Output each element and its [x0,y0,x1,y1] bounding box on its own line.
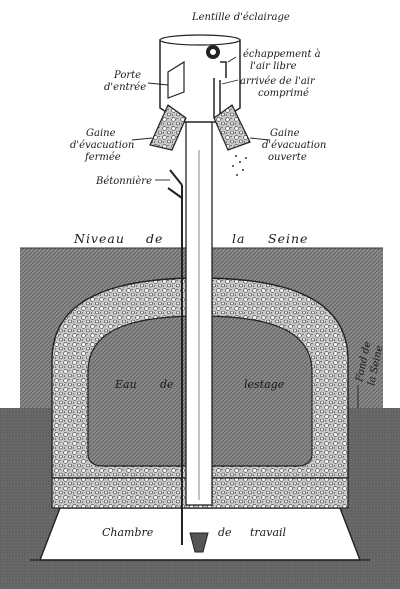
label-eau: Eau [114,378,137,391]
discharge-spill [232,155,247,176]
label-arrivee-2: comprimé [258,88,309,99]
label-gaine-fermee-3: fermée [84,152,121,163]
compressed-air-pipe [213,78,221,118]
airlock-lid [159,34,241,46]
label-niveau-la: la [232,231,245,246]
open-duct [213,104,251,151]
label-porte-2: d'entrée [104,82,146,93]
label-niveau: Niveau [73,231,125,246]
label-echappement-1: échappement à [243,49,321,60]
label-porte-1: Porte [113,70,141,81]
label-travail: travail [250,526,287,539]
label-niveau-de: de [146,231,163,246]
label-gaine-fermee-2: d'évacuation [70,140,134,151]
betonniere-branch [167,169,183,199]
label-lentille: Lentille d'éclairage [191,12,290,23]
label-eau-de: de [160,378,174,391]
label-chambre-de: de [218,526,232,539]
label-echappement-2: l'air libre [250,61,297,72]
air-exhaust-pipe [220,61,227,78]
label-gaine-ouverte-2: d'évacuation [262,140,326,151]
entrance-door [167,60,185,99]
label-arrivee-1: arrivée de l'air [240,76,316,87]
label-chambre: Chambre [102,526,154,539]
label-gaine-ouverte-3: ouverte [268,152,307,163]
pipe-outlet [189,532,209,553]
lens-core [210,49,216,55]
label-betonniere: Bétonnière [95,176,152,187]
label-lestage: lestage [244,378,285,391]
label-gaine-fermee-1: Gaine [86,128,116,139]
pointer-lines [131,56,359,408]
closed-duct [149,104,187,151]
label-niveau-seine: Seine [268,231,308,246]
label-gaine-ouverte-1: Gaine [270,128,300,139]
